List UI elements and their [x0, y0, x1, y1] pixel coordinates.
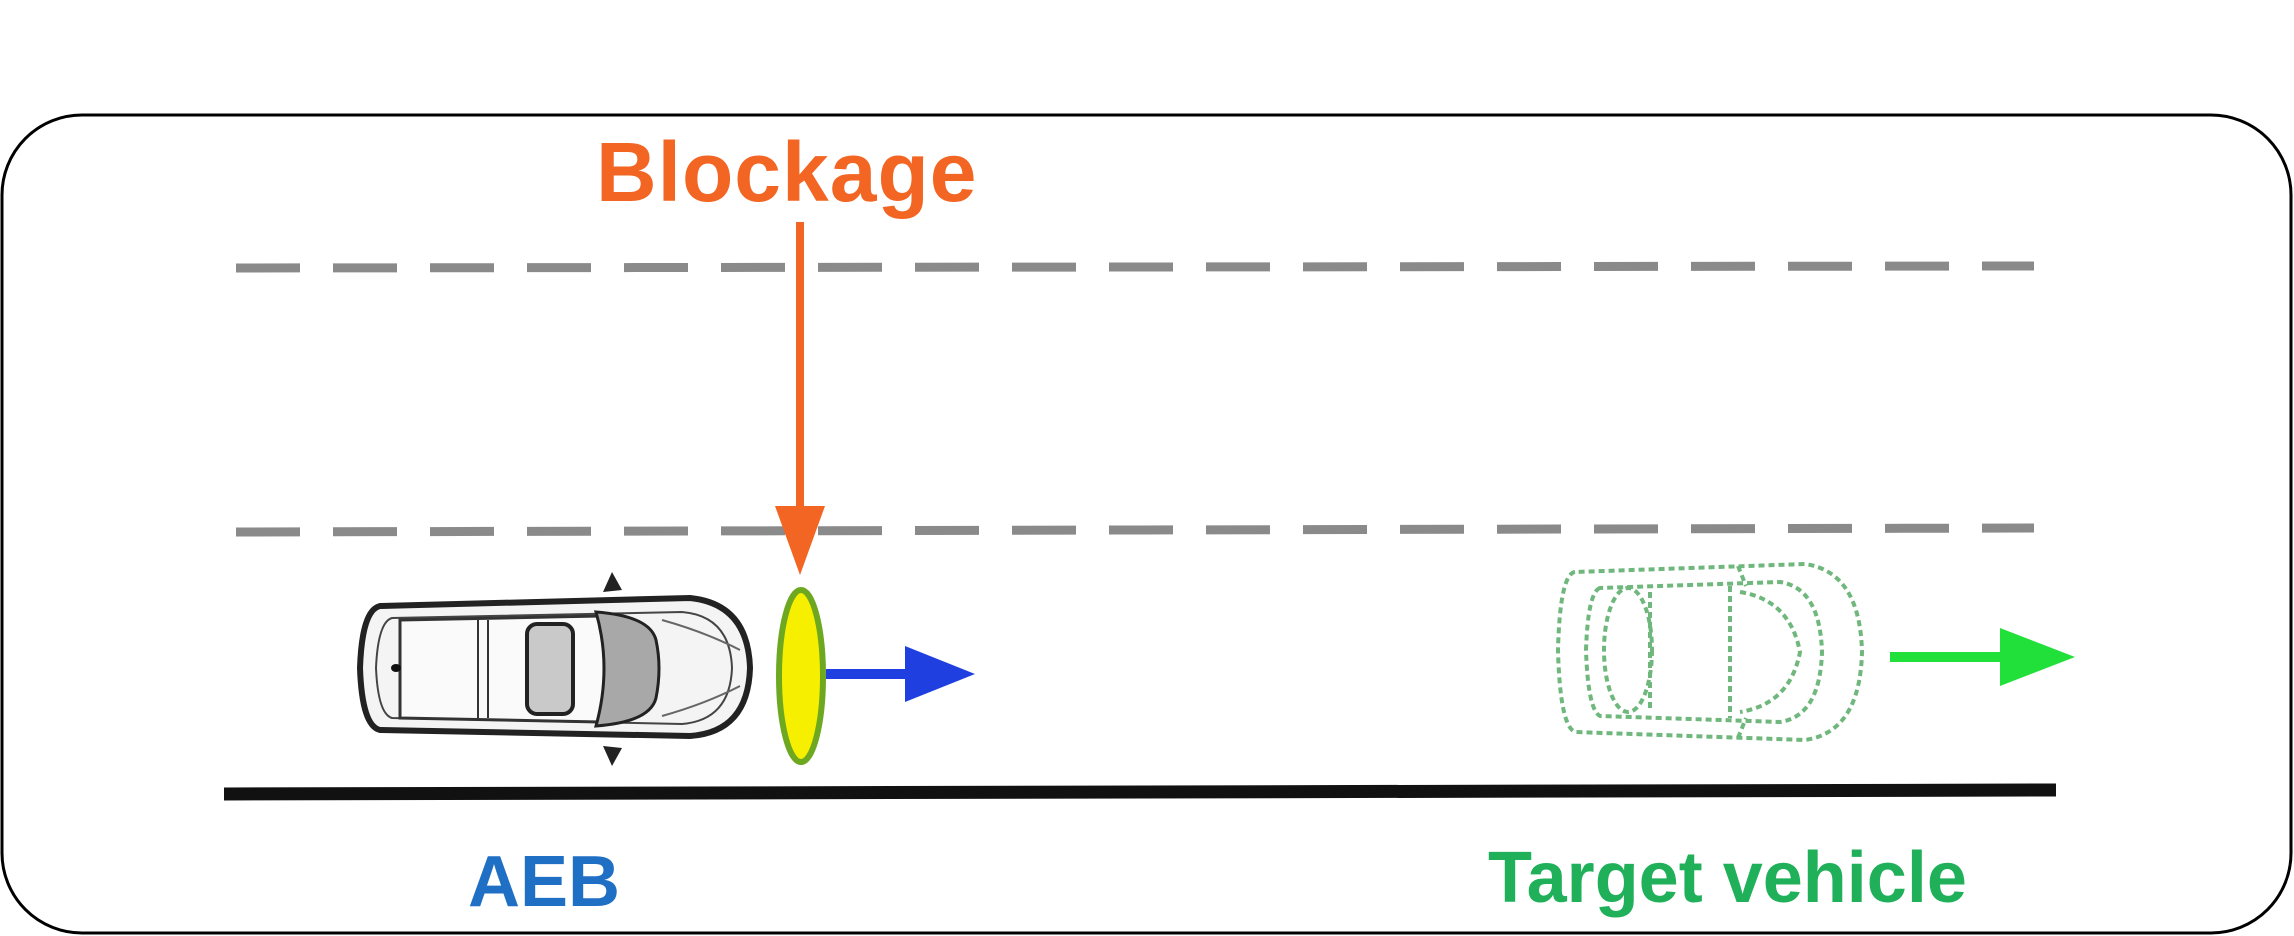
- target-vehicle-label: Target vehicle: [1488, 838, 1967, 918]
- aeb-vehicle-label: AEB: [468, 842, 621, 922]
- road-edge-line: [223, 783, 2057, 801]
- blockage-marker: [776, 587, 826, 765]
- blockage-arrow: [775, 222, 825, 575]
- target-direction-arrow: [1890, 628, 2075, 686]
- lower-lane-line: [235, 523, 2035, 537]
- aeb-direction-arrow: [826, 646, 975, 702]
- blockage-label: Blockage: [596, 125, 978, 219]
- upper-lane-line: [235, 261, 2035, 273]
- aeb-vehicle-icon: [356, 572, 754, 766]
- target-vehicle-icon: [1555, 561, 1865, 743]
